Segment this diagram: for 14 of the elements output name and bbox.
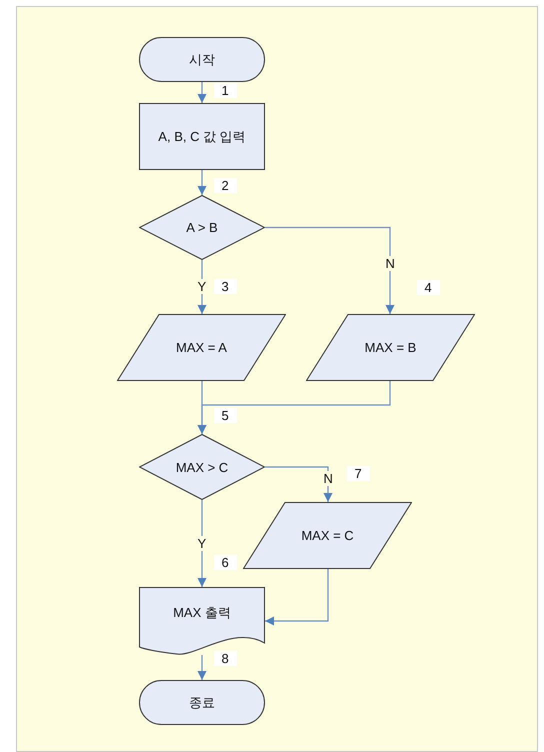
arrow [198,170,206,195]
arrow [265,466,332,502]
data-parallelogram: MAX = A [117,314,286,381]
arrow [198,82,206,103]
process-box: A, B, C 값 입력 [139,103,265,170]
data-parallelogram: MAX = C [243,502,412,569]
decision-diamond: A > B [139,195,265,260]
data-parallelogram: MAX = B [306,314,475,381]
arrow [198,381,391,434]
arrow [198,655,206,680]
arrow [198,500,206,587]
arrow [265,226,394,314]
decision-diamond: MAX > C [139,434,265,500]
arrow [265,569,329,626]
